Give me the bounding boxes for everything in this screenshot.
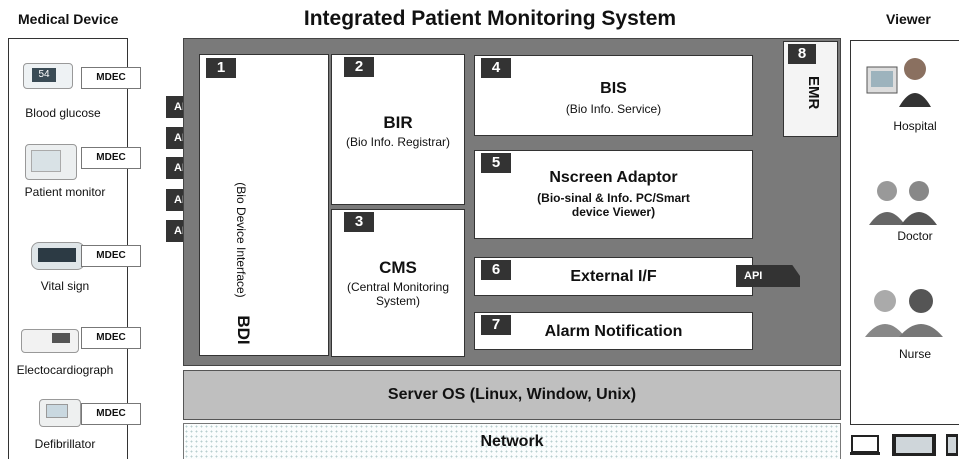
doctor-icon xyxy=(869,181,937,225)
diagram-title: Integrated Patient Monitoring System xyxy=(303,7,677,30)
module-title: Alarm Notification xyxy=(544,323,683,340)
module-title: Nscreen Adaptor xyxy=(549,169,678,186)
device-label-electrocardiograph: Electocardiograph xyxy=(16,363,114,377)
alarm-notification-module: 7 Alarm Notification xyxy=(474,312,753,350)
medical-device-header: Medical Device xyxy=(18,11,119,27)
defibrillator-device-icon xyxy=(39,399,81,427)
bdi-module: 1 BDI (Bio Device Interface) xyxy=(199,54,329,356)
device-label-patient-monitor: Patient monitor xyxy=(24,185,106,199)
mdec-badge: MDEC xyxy=(81,67,141,89)
device-label-vital-sign: Vital sign xyxy=(40,279,90,293)
bir-module: 2 BIR (Bio Info. Registrar) xyxy=(331,54,465,205)
nurse-icon xyxy=(865,289,943,337)
module-subtitle: (Bio Info. Service) xyxy=(565,102,662,116)
device-screen: 54 xyxy=(32,68,56,82)
viewer-label-nurse: Nurse xyxy=(898,347,931,361)
module-number: 3 xyxy=(344,212,374,232)
viewer-label-hospital: Hospital xyxy=(893,119,937,133)
vital-sign-device-icon xyxy=(31,242,85,270)
external-if-module: 6 External I/F xyxy=(474,257,753,296)
device-label-defibrillator: Defibrillator xyxy=(34,437,96,451)
module-number: 1 xyxy=(206,58,236,78)
module-number: 2 xyxy=(344,57,374,77)
mdec-badge: MDEC xyxy=(81,327,141,349)
module-subtitle: (Bio Info. Registrar) xyxy=(345,135,451,149)
module-subtitle: (Bio Device Interface) xyxy=(234,182,248,298)
medical-device-panel: 54 MDEC Blood glucose MDEC Patient monit… xyxy=(8,38,141,459)
module-number: 8 xyxy=(788,44,816,64)
electrocardiograph-device-icon xyxy=(21,329,79,353)
bis-module: 4 BIS (Bio Info. Service) xyxy=(474,55,753,136)
viewer-panel: Hospital Doctor Nurse xyxy=(850,40,959,425)
mdec-badge: MDEC xyxy=(81,245,141,267)
module-title: BIR xyxy=(383,113,413,132)
patient-monitor-device-icon xyxy=(25,144,77,180)
module-title: EMR xyxy=(805,76,822,110)
mdec-badge: MDEC xyxy=(81,147,141,169)
blood-glucose-device-icon: 54 xyxy=(23,63,73,89)
system-block: 1 BDI (Bio Device Interface) 2 BIR (Bio … xyxy=(183,38,841,366)
module-number: 5 xyxy=(481,153,511,173)
viewer-devices-icon xyxy=(850,434,958,456)
network-layer: Network xyxy=(183,423,841,459)
emr-module: 8 EMR xyxy=(783,41,838,137)
module-number: 4 xyxy=(481,58,511,78)
module-number: 7 xyxy=(481,315,511,335)
cms-module: 3 CMS (Central Monitoring System) xyxy=(331,209,465,357)
device-label-blood-glucose: Blood glucose xyxy=(25,106,101,120)
module-title: BIS xyxy=(600,80,627,97)
viewer-label-doctor: Doctor xyxy=(897,229,933,243)
nscreen-adaptor-module: 5 Nscreen Adaptor (Bio-sinal & Info. PC/… xyxy=(474,150,753,239)
module-subtitle: (Central Monitoring System) xyxy=(346,280,450,308)
server-os-layer: Server OS (Linux, Window, Unix) xyxy=(183,370,841,420)
mdec-badge: MDEC xyxy=(81,403,141,425)
viewer-header: Viewer xyxy=(886,11,931,27)
module-title: External I/F xyxy=(570,268,657,285)
module-number: 6 xyxy=(481,260,511,280)
hospital-icon xyxy=(866,58,931,107)
api-connector: API xyxy=(736,265,800,287)
module-subtitle: (Bio-sinal & Info. PC/Smart device Viewe… xyxy=(537,191,690,219)
module-title: CMS xyxy=(379,258,417,277)
